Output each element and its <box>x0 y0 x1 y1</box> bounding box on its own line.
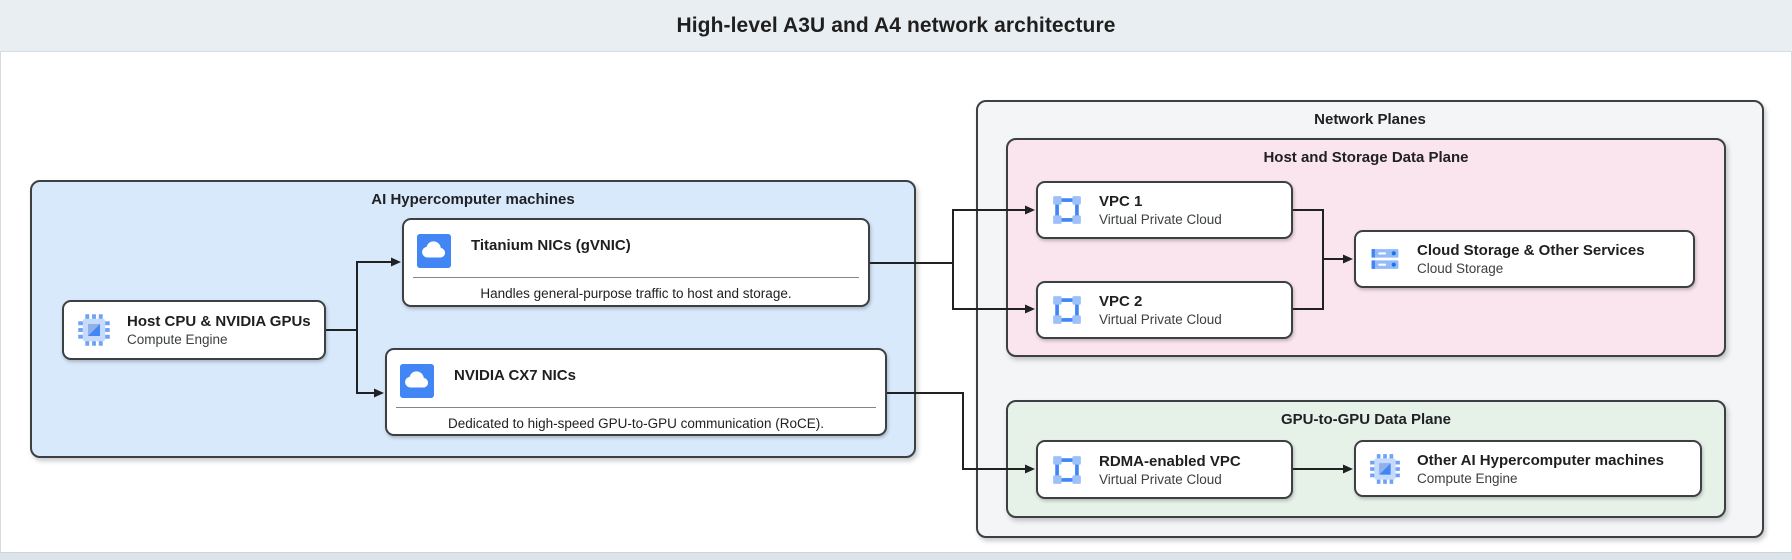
cloud-nic-icon <box>400 364 434 398</box>
card-rdma-vpc-subtitle: Virtual Private Cloud <box>1099 471 1222 487</box>
card-titanium-nics-title: Titanium NICs (gVNIC) <box>471 237 631 254</box>
card-rdma-vpc: RDMA-enabled VPC Virtual Private Cloud <box>1036 440 1293 499</box>
card-host-cpu-gpus-title: Host CPU & NVIDIA GPUs <box>127 313 311 330</box>
cloud-storage-icon <box>1371 249 1399 269</box>
connector-to-titanium-nic <box>356 257 401 330</box>
connector-vpcs-to-junction <box>1293 209 1324 310</box>
card-host-cpu-gpus: Host CPU & NVIDIA GPUs Compute Engine <box>62 300 326 360</box>
vpc-frame-icon <box>1051 294 1083 326</box>
bottom-strip <box>0 552 1792 560</box>
group-ai-hypercomputer-machines-label: AI Hypercomputer machines <box>371 191 575 208</box>
vpc-frame-icon <box>1051 194 1083 226</box>
card-nvidia-cx7-nics-description: Dedicated to high-speed GPU-to-GPU commu… <box>448 416 824 431</box>
group-network-planes-label: Network Planes <box>1314 111 1426 128</box>
compute-engine-chip-icon <box>1370 453 1400 484</box>
connector-to-vpc2 <box>952 263 1035 314</box>
connector-to-cx7-nic <box>356 330 384 398</box>
card-vpc1-title: VPC 1 <box>1099 193 1143 210</box>
card-vpc1: VPC 1 Virtual Private Cloud <box>1036 181 1293 239</box>
card-vpc2: VPC 2 Virtual Private Cloud <box>1036 281 1293 339</box>
card-host-cpu-gpus-subtitle: Compute Engine <box>127 332 228 347</box>
card-other-ai-machines-title: Other AI Hypercomputer machines <box>1417 451 1665 469</box>
card-titanium-nics: Titanium NICs (gVNIC) Handles general-pu… <box>402 218 870 307</box>
plane-gpu-to-gpu-label: GPU-to-GPU Data Plane <box>1280 411 1452 428</box>
vpc-frame-icon <box>1051 453 1083 486</box>
card-other-ai-machines-subtitle: Compute Engine <box>1417 470 1518 486</box>
card-cloud-storage: Cloud Storage & Other Services Cloud Sto… <box>1354 230 1695 288</box>
card-vpc1-subtitle: Virtual Private Cloud <box>1099 212 1222 227</box>
diagram-title: High-level A3U and A4 network architectu… <box>676 13 1116 37</box>
plane-host-and-storage-label: Host and Storage Data Plane <box>1263 149 1469 166</box>
connector-to-vpc1 <box>952 205 1035 263</box>
cloud-nic-icon <box>417 234 451 268</box>
card-rdma-vpc-title: RDMA-enabled VPC <box>1099 452 1241 470</box>
diagram-header: High-level A3U and A4 network architectu… <box>0 0 1792 52</box>
card-vpc2-title: VPC 2 <box>1099 293 1143 310</box>
card-vpc2-subtitle: Virtual Private Cloud <box>1099 312 1222 327</box>
divider <box>396 407 876 408</box>
connector-cx7-to-rdma-vpc <box>887 392 1035 474</box>
card-titanium-nics-description: Handles general-purpose traffic to host … <box>480 286 792 301</box>
divider <box>413 277 859 278</box>
card-cloud-storage-title: Cloud Storage & Other Services <box>1417 242 1645 259</box>
card-other-ai-machines: Other AI Hypercomputer machines Compute … <box>1354 440 1702 497</box>
card-cloud-storage-subtitle: Cloud Storage <box>1417 261 1504 276</box>
card-nvidia-cx7-nics-title: NVIDIA CX7 NICs <box>454 367 576 384</box>
compute-engine-chip-icon <box>78 314 110 346</box>
card-nvidia-cx7-nics: NVIDIA CX7 NICs Dedicated to high-speed … <box>385 348 887 436</box>
